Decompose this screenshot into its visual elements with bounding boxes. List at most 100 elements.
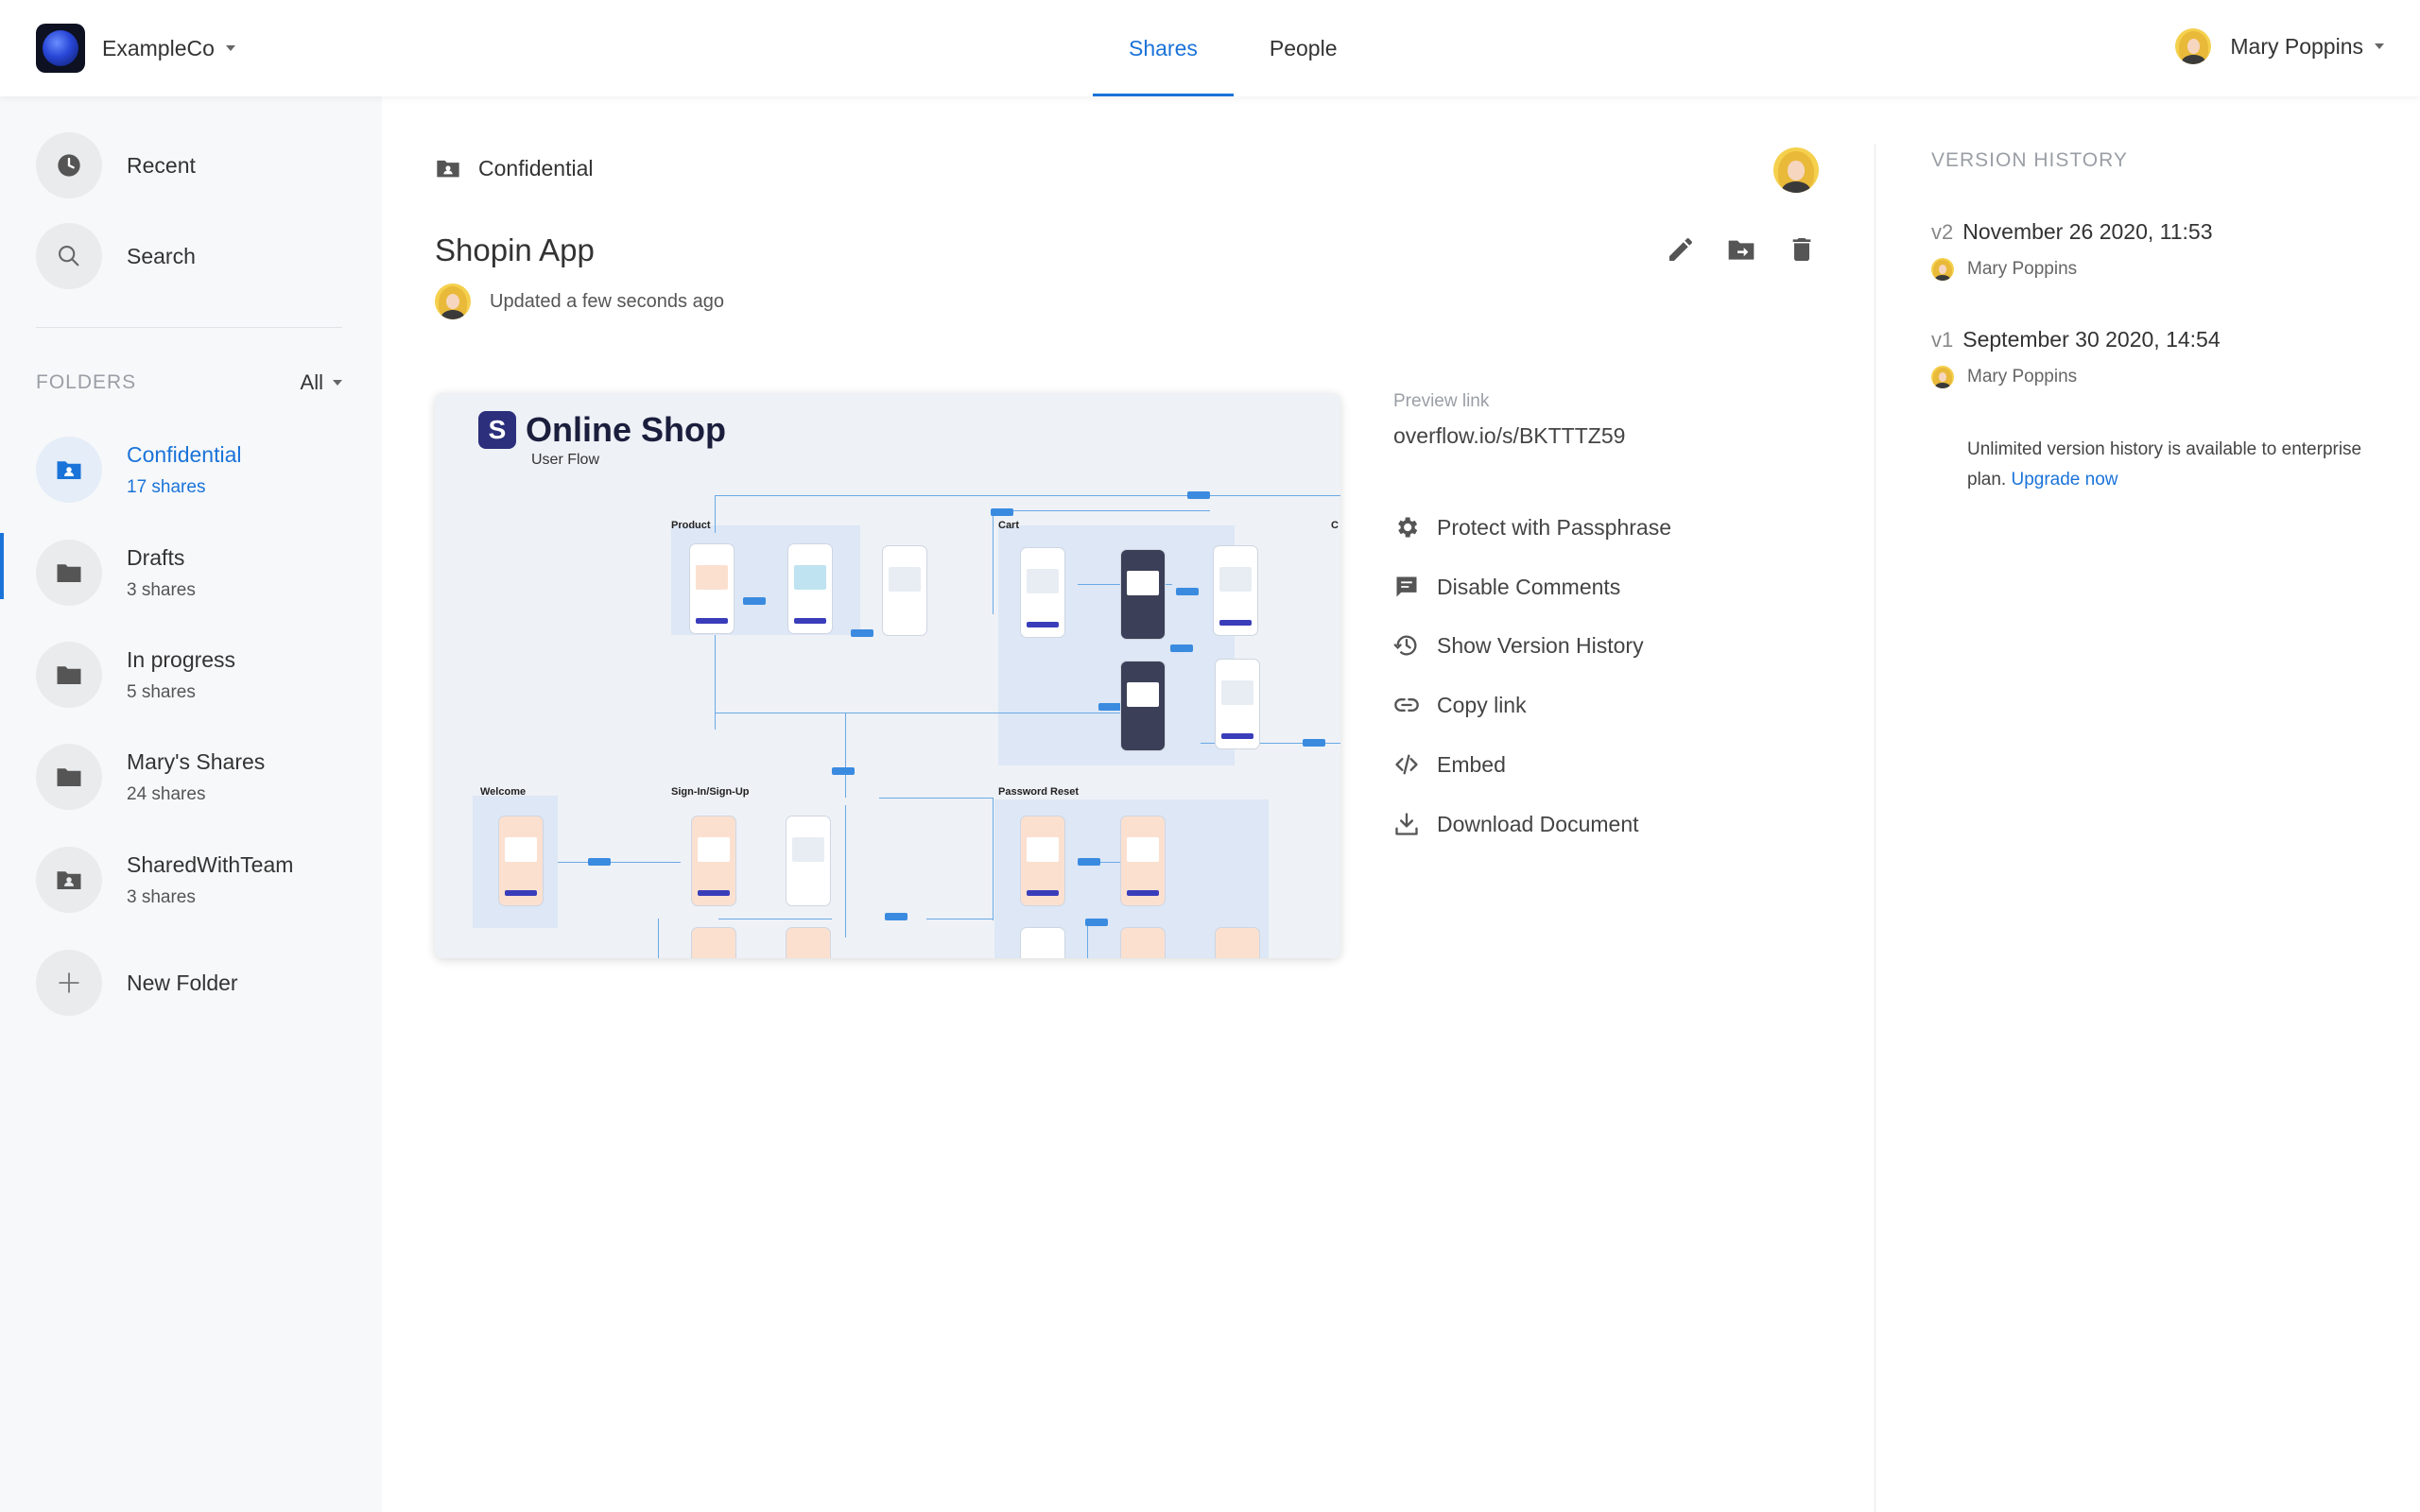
option-label: Embed (1437, 751, 1506, 777)
version-date: September 30 2020, 14:54 (1962, 327, 2221, 352)
download-document-option[interactable]: Download Document (1393, 811, 1639, 837)
preview-title: Online Shop (526, 410, 726, 449)
folders-title: FOLDERS (36, 371, 137, 393)
folder-name: Drafts (127, 544, 185, 570)
main-nav: Shares People (1093, 0, 1374, 96)
folder-name: Confidential (127, 441, 242, 467)
pencil-icon[interactable] (1666, 234, 1696, 265)
option-label: Show Version History (1437, 632, 1644, 658)
download-icon (1395, 813, 1418, 835)
folder-count: 17 shares (127, 476, 206, 497)
preview-logo: S (478, 411, 516, 449)
sidebar-item-confidential[interactable]: Confidential 17 shares (36, 437, 241, 503)
shared-folder-icon (36, 437, 102, 503)
top-bar: ExampleCo Shares People Mary Poppins (0, 0, 2420, 96)
folder-name: In progress (127, 646, 236, 672)
updated-info: Updated a few seconds ago (435, 284, 724, 319)
gear-icon (1398, 517, 1418, 538)
folders-header: FOLDERS All (36, 370, 342, 395)
option-label: Download Document (1437, 811, 1639, 836)
show-version-history-option[interactable]: Show Version History (1393, 632, 1644, 659)
sidebar-item-drafts[interactable]: Drafts 3 shares (36, 540, 196, 606)
code-icon (1395, 754, 1418, 775)
copy-link-option[interactable]: Copy link (1393, 692, 1527, 718)
sidebar: Recent Search FOLDERS All Confidential 1… (0, 96, 382, 1512)
version-history-divider (1875, 144, 1876, 1512)
preview-link-label: Preview link (1393, 391, 1490, 411)
breadcrumb[interactable]: Confidential (435, 155, 593, 181)
folder-count: 3 shares (127, 886, 196, 907)
clock-icon (36, 132, 102, 198)
preview-subtitle: User Flow (531, 452, 600, 468)
new-folder-button[interactable]: New Folder (36, 950, 238, 1016)
version-date: November 26 2020, 11:53 (1962, 219, 2213, 244)
version-history-title: VERSION HISTORY (1931, 149, 2128, 171)
preview-section-label: Sign-In/Sign-Up (671, 786, 750, 798)
org-logo (36, 24, 85, 73)
upsell-text: Unlimited version history is available t… (1967, 439, 2362, 490)
caret-down-icon (2375, 43, 2384, 49)
version-author: Mary Poppins (1967, 367, 2078, 387)
breadcrumb-label: Confidential (478, 155, 594, 180)
preview-section-label: Cart (998, 520, 1020, 531)
sidebar-item-shared-with-team[interactable]: SharedWithTeam 3 shares (36, 847, 293, 913)
sidebar-item-search[interactable]: Search (36, 223, 196, 289)
link-icon (1394, 698, 1419, 712)
sidebar-item-in-progress[interactable]: In progress 5 shares (36, 642, 235, 708)
plus-icon (36, 950, 102, 1016)
search-icon (36, 223, 102, 289)
user-avatar (2175, 28, 2212, 64)
option-label: Protect with Passphrase (1437, 514, 1672, 540)
author-avatar (435, 284, 471, 319)
user-menu[interactable]: Mary Poppins (2175, 28, 2384, 64)
updated-text: Updated a few seconds ago (490, 290, 724, 312)
folders-filter[interactable]: All (301, 370, 342, 395)
version-entry[interactable]: v2 November 26 2020, 11:53 Mary Poppins (1931, 219, 2213, 281)
tab-people[interactable]: People (1269, 35, 1338, 60)
active-indicator (0, 533, 4, 599)
document-preview[interactable]: S Online Shop User Flow Product Cart C W… (435, 393, 1340, 958)
protect-passphrase-option[interactable]: Protect with Passphrase (1393, 514, 1671, 541)
sidebar-item-label: Search (127, 243, 196, 268)
trash-icon[interactable] (1787, 234, 1817, 265)
share-panel: Preview link overflow.io/s/BKTTTZ59 Prot… (1393, 391, 1866, 836)
version-number: v2 (1931, 220, 1954, 244)
caret-down-icon (225, 45, 235, 51)
org-name: ExampleCo (102, 35, 215, 60)
preview-link[interactable]: overflow.io/s/BKTTTZ59 (1393, 423, 1626, 448)
folder-icon (36, 744, 102, 810)
move-folder-icon[interactable] (1726, 234, 1756, 265)
upgrade-now-link[interactable]: Upgrade now (2011, 470, 2118, 490)
disable-comments-option[interactable]: Disable Comments (1393, 574, 1620, 600)
document-title: Shopin App (435, 232, 595, 267)
folder-count: 5 shares (127, 681, 196, 702)
document-actions (1666, 234, 1817, 265)
preview-section-label: Password Reset (998, 786, 1079, 798)
org-switcher[interactable]: ExampleCo (36, 24, 235, 73)
sidebar-item-marys-shares[interactable]: Mary's Shares 24 shares (36, 744, 265, 810)
option-label: Disable Comments (1437, 574, 1621, 599)
version-number: v1 (1931, 328, 1954, 352)
folder-count: 24 shares (127, 783, 206, 804)
version-author-avatar (1931, 258, 1954, 281)
folder-name: SharedWithTeam (127, 851, 294, 877)
sidebar-item-recent[interactable]: Recent (36, 132, 196, 198)
shared-folder-icon (437, 160, 459, 178)
tab-shares[interactable]: Shares (1093, 0, 1234, 96)
owner-avatar[interactable] (1773, 147, 1819, 193)
preview-section-label: Product (671, 520, 711, 531)
globe-icon (43, 30, 78, 66)
preview-brand: S Online Shop (478, 410, 726, 450)
embed-option[interactable]: Embed (1393, 751, 1506, 778)
folder-count: 3 shares (127, 579, 196, 600)
version-entry[interactable]: v1 September 30 2020, 14:54 Mary Poppins (1931, 327, 2221, 388)
folder-icon (36, 540, 102, 606)
preview-section-label: C (1331, 520, 1339, 531)
version-history-panel: VERSION HISTORY v2 November 26 2020, 11:… (1931, 149, 2385, 490)
user-name: Mary Poppins (2230, 33, 2363, 59)
caret-down-icon (333, 380, 342, 386)
history-icon (1393, 635, 1417, 656)
sidebar-divider (36, 327, 342, 328)
new-folder-label: New Folder (127, 970, 238, 995)
folder-name: Mary's Shares (127, 748, 266, 774)
